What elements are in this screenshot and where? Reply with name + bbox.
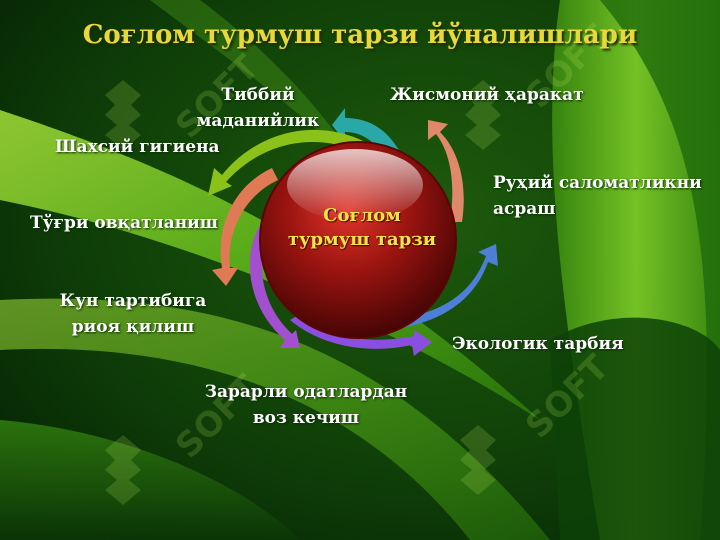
label-line: Экологик тарбия [452, 334, 624, 354]
center-label: Соғлом турмуш тарзи [282, 204, 442, 252]
arrow-purple [290, 314, 432, 356]
label-line: маданийлик [196, 111, 320, 131]
label-medical-culture: Тиббий маданийлик [196, 82, 320, 134]
label-line: риоя қилиш [71, 317, 195, 337]
label-daily-routine: Кун тартибига риоя қилиш [55, 288, 211, 340]
arrow-salmon [428, 120, 464, 222]
label-personal-hygiene: Шахсий гигиена [55, 134, 220, 160]
label-line: асраш [493, 199, 556, 219]
arrow-orange [212, 168, 278, 286]
center-label-line2: турмуш тарзи [287, 229, 437, 250]
label-line: Тўғри овқатланиш [30, 213, 219, 233]
center-label-line1: Соғлом [323, 205, 401, 226]
label-line: Зарарли одатлардан [204, 382, 408, 402]
label-proper-nutrition: Тўғри овқатланиш [30, 210, 218, 236]
central-sphere [259, 141, 457, 339]
label-line: воз кечиш [252, 408, 360, 428]
label-line: Тиббий [221, 85, 295, 105]
label-mental-health: Руҳий саломатликни асраш [493, 170, 702, 222]
label-ecological-education: Экологик тарбия [452, 331, 624, 357]
page-title: Соғлом турмуш тарзи йўналишлари [82, 20, 638, 50]
label-line: Руҳий саломатликни [493, 173, 702, 193]
label-quit-bad-habits: Зарарли одатлардан воз кечиш [200, 379, 412, 431]
label-line: Жисмоний ҳаракат [390, 85, 584, 105]
label-line: Кун тартибига [59, 291, 207, 311]
label-line: Шахсий гигиена [55, 137, 220, 157]
label-physical-activity: Жисмоний ҳаракат [390, 82, 584, 108]
arrow-green [208, 129, 365, 196]
